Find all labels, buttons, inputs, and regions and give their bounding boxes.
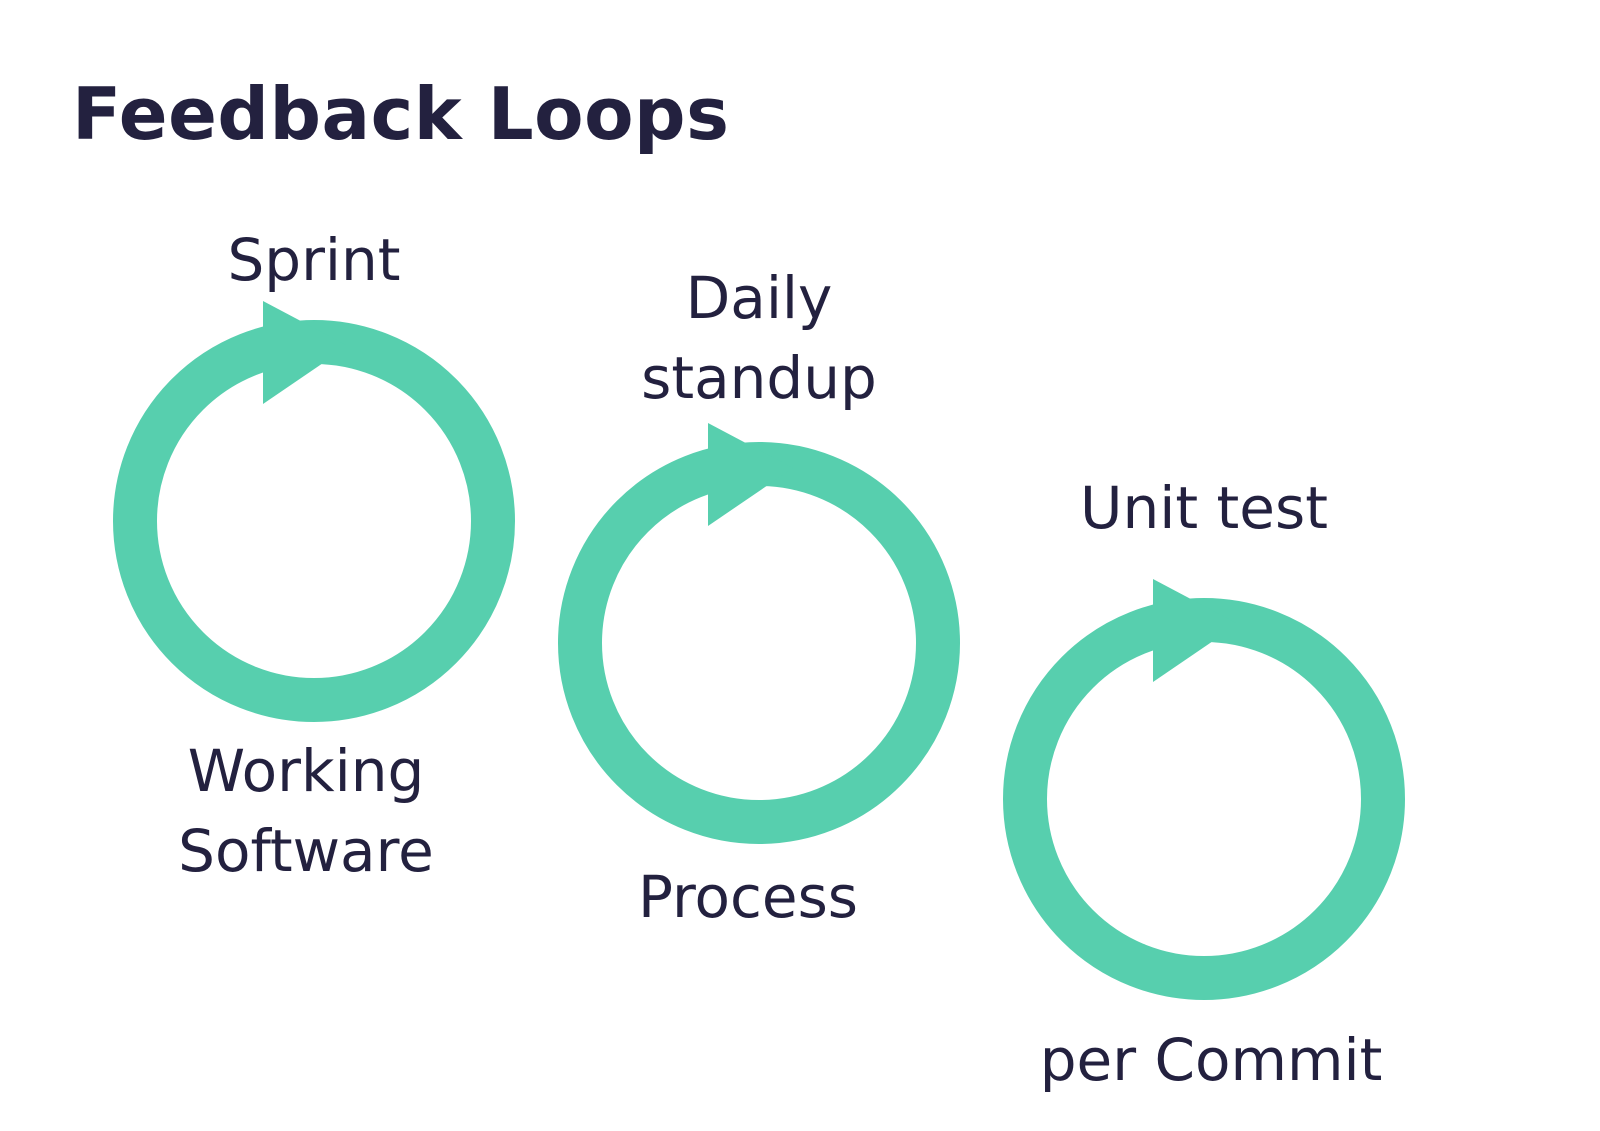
- unit-test-bottom-label: per Commit: [1040, 1020, 1383, 1100]
- daily-standup-bottom-label: Process: [638, 857, 858, 937]
- sprint-loop-icon: [113, 301, 515, 722]
- sprint-loop-ring: [113, 320, 515, 722]
- daily-standup-bottom-label-line: Process: [637, 863, 859, 931]
- unit-test-loop-icon: [1003, 579, 1405, 1000]
- daily-standup-top-label-line-2: standup: [641, 344, 877, 412]
- sprint-bottom-label-line-2: Software: [178, 817, 434, 885]
- daily-standup-top-label-line-1: Daily: [685, 264, 833, 332]
- unit-test-top-label: Unit test: [1080, 468, 1328, 548]
- daily-standup-loop-icon: [558, 423, 960, 844]
- unit-test-loop-arrowhead: [1153, 579, 1238, 682]
- unit-test-loop-ring: [1003, 598, 1405, 1000]
- slide-title: Feedback Loops: [72, 72, 730, 156]
- unit-test-bottom-label-line: per Commit: [1039, 1026, 1383, 1094]
- sprint-bottom-label-line-1: Working: [187, 737, 425, 805]
- sprint-bottom-label: Working Software: [178, 731, 434, 891]
- sprint-loop-arrowhead: [263, 301, 348, 404]
- sprint-top-label-line: Sprint: [227, 226, 401, 294]
- daily-standup-top-label: Daily standup: [641, 258, 877, 418]
- daily-standup-loop-ring: [558, 442, 960, 844]
- unit-test-top-label-line: Unit test: [1080, 474, 1328, 542]
- sprint-top-label: Sprint: [227, 220, 400, 300]
- daily-standup-loop-arrowhead: [708, 423, 793, 526]
